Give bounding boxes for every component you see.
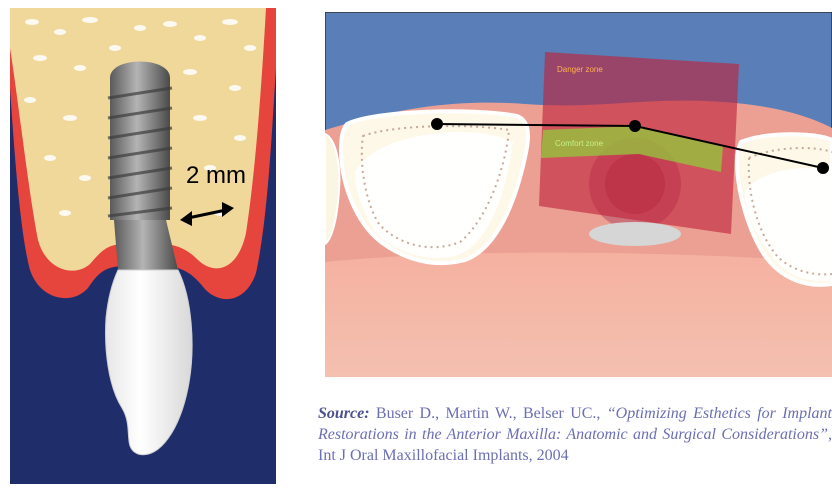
- implant-illustration: 2 mm: [10, 8, 276, 484]
- zones-illustration: Danger zone Comfort zone: [325, 12, 832, 377]
- zones-diagram-svg: Danger zone Comfort zone: [325, 12, 832, 377]
- lower-gingiva: [325, 253, 832, 377]
- caption-authors: Buser D., Martin W., Belser UC.,: [370, 405, 607, 422]
- reference-point-right: [817, 162, 829, 174]
- reference-point-center: [629, 120, 641, 132]
- implant-platform: [589, 222, 681, 246]
- implant-diagram-svg: 2 mm: [10, 8, 276, 484]
- comfort-zone-label: Comfort zone: [555, 139, 604, 148]
- measurement-label: 2 mm: [186, 162, 246, 189]
- implant-screw: [108, 62, 172, 221]
- source-label: Source:: [318, 405, 370, 422]
- danger-zone-label: Danger zone: [557, 65, 603, 74]
- source-caption: Source: Buser D., Martin W., Belser UC.,…: [318, 403, 832, 485]
- reference-point-left: [431, 118, 443, 130]
